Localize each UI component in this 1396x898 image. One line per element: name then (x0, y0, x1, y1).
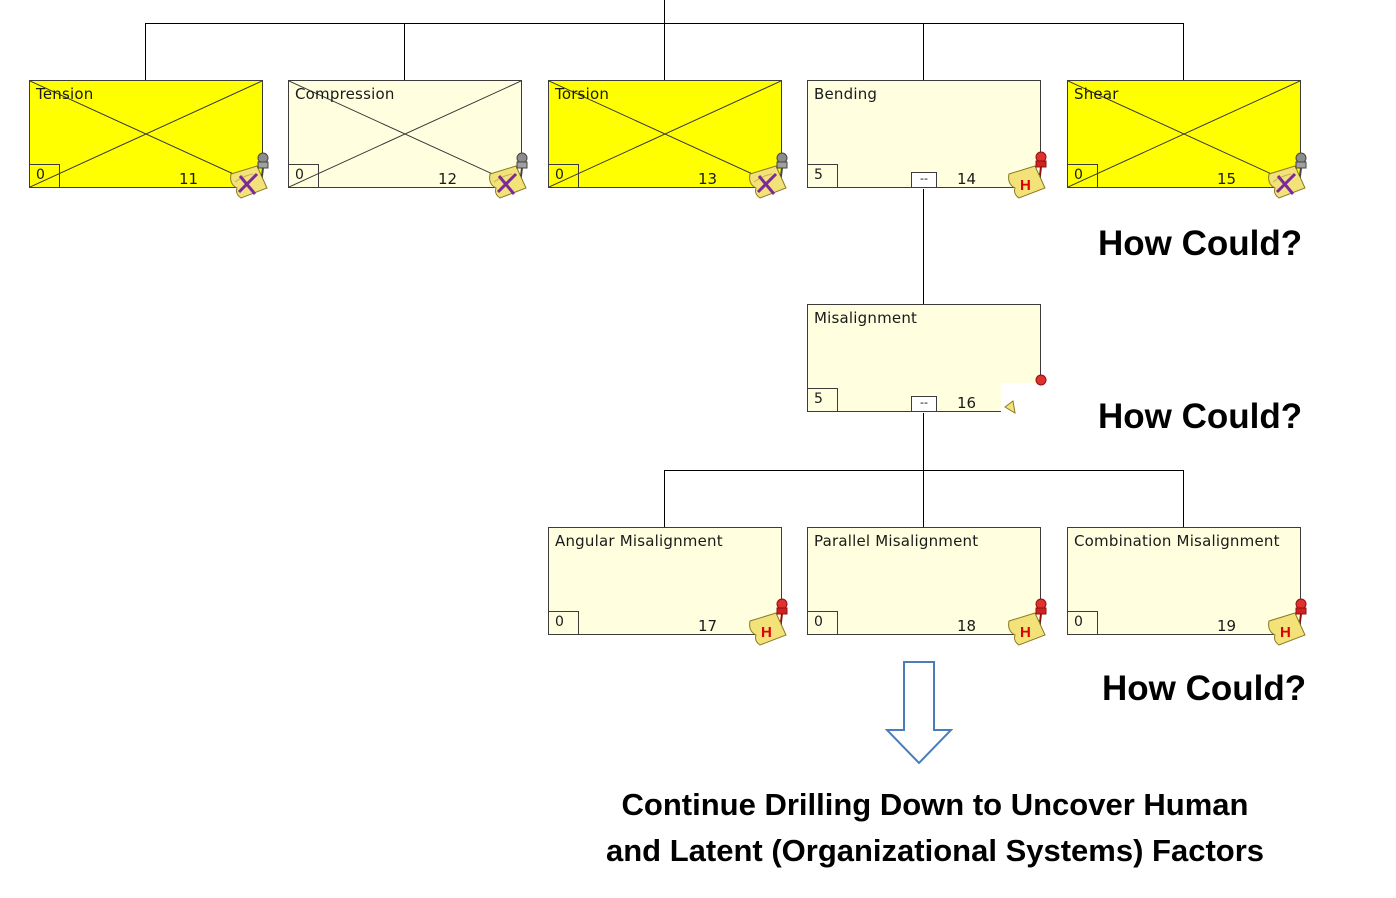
connector-tension (145, 23, 146, 80)
how-could-label: How Could? (1098, 397, 1303, 436)
node-angular-misalignment[interactable]: Angular Misalignment 0 17 (548, 527, 782, 635)
connector-parallel (923, 470, 924, 527)
crossed-out-mark (30, 81, 262, 187)
node-number: 18 (957, 617, 977, 635)
connector-root (664, 0, 665, 24)
node-title: Misalignment (814, 309, 918, 327)
node-number: 19 (1217, 617, 1237, 635)
connector-combination (1183, 470, 1184, 527)
note-h-letter: H (1280, 624, 1291, 641)
node-title: Compression (295, 85, 395, 103)
connector-compression (404, 23, 405, 80)
crossed-out-mark (1068, 81, 1300, 187)
crossed-note-icon[interactable] (223, 150, 279, 200)
footer-line-2: and Latent (Organizational Systems) Fact… (605, 833, 1265, 868)
connector-shear (1183, 23, 1184, 80)
node-compression[interactable]: Compression 0 12 (288, 80, 522, 188)
hypothesis-note-icon[interactable]: H (742, 597, 798, 647)
hypothesis-note-icon[interactable] (1001, 373, 1057, 423)
how-could-label: How Could? (1098, 224, 1303, 263)
connector-bottom-bus (664, 470, 1184, 471)
connector-torsion (664, 23, 665, 80)
down-arrow-icon (885, 661, 953, 765)
footer-line-1: Continue Drilling Down to Uncover Human (621, 787, 1249, 822)
footer-caption: Continue Drilling Down to Uncover Human … (540, 782, 1330, 874)
node-number: 14 (957, 170, 977, 188)
node-shear[interactable]: Shear 0 15 (1067, 80, 1301, 188)
node-count: 5 (807, 388, 838, 412)
crossed-note-icon[interactable] (482, 150, 538, 200)
node-title: Angular Misalignment (555, 532, 723, 550)
node-title: Bending (814, 85, 878, 103)
node-number: 17 (698, 617, 718, 635)
node-number: 12 (438, 170, 458, 188)
hypothesis-note-icon[interactable]: H (1001, 150, 1057, 200)
node-number: 15 (1217, 170, 1237, 188)
node-number: 13 (698, 170, 718, 188)
note-h-letter: H (1020, 177, 1031, 194)
node-title: Torsion (555, 85, 610, 103)
node-tension[interactable]: Tension 0 11 (29, 80, 263, 188)
node-number: 16 (957, 394, 977, 412)
node-combination-misalignment[interactable]: Combination Misalignment 0 19 (1067, 527, 1301, 635)
expand-toggle[interactable]: -- (911, 396, 937, 412)
node-count: 0 (1067, 164, 1098, 188)
note-h-letter: H (761, 624, 772, 641)
node-count: 0 (548, 164, 579, 188)
node-title: Tension (36, 85, 94, 103)
expand-toggle[interactable]: -- (911, 172, 937, 188)
connector-angular (664, 470, 665, 527)
hypothesis-note-icon[interactable]: H (1261, 597, 1317, 647)
node-title: Combination Misalignment (1074, 532, 1280, 550)
node-parallel-misalignment[interactable]: Parallel Misalignment 0 18 (807, 527, 1041, 635)
how-could-label: How Could? (1102, 669, 1307, 708)
connector-bending (923, 23, 924, 80)
crossed-note-icon[interactable] (1261, 150, 1317, 200)
node-bending[interactable]: Bending 5 -- 14 (807, 80, 1041, 188)
note-h-letter: H (1020, 624, 1031, 641)
node-torsion[interactable]: Torsion 0 13 (548, 80, 782, 188)
node-title: Parallel Misalignment (814, 532, 979, 550)
node-count: 0 (288, 164, 319, 188)
node-count: 5 (807, 164, 838, 188)
crossed-note-icon[interactable] (742, 150, 798, 200)
node-count: 0 (29, 164, 60, 188)
connector-misalignment-down (923, 413, 924, 471)
node-count: 0 (807, 611, 838, 635)
node-title: Shear (1074, 85, 1119, 103)
crossed-out-mark (549, 81, 781, 187)
node-number: 11 (179, 170, 199, 188)
hypothesis-note-icon[interactable]: H (1001, 597, 1057, 647)
connector-bending-misalignment (923, 189, 924, 304)
node-count: 0 (548, 611, 579, 635)
crossed-out-mark (289, 81, 521, 187)
node-count: 0 (1067, 611, 1098, 635)
